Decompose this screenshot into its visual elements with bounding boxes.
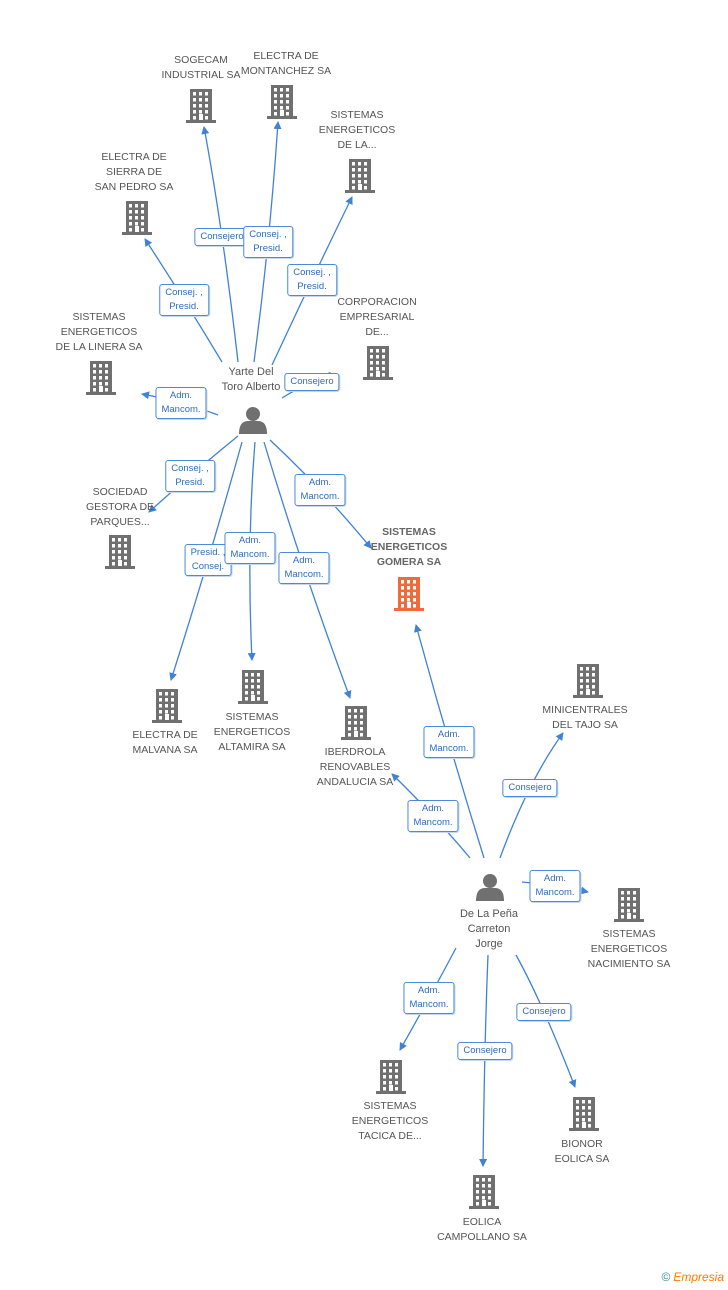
building-icon[interactable]	[341, 706, 371, 740]
building-icon[interactable]	[614, 888, 644, 922]
building-icon[interactable]	[345, 159, 375, 193]
relation-label[interactable]: Consej. ,Presid.	[243, 226, 293, 258]
relation-label[interactable]: Consejero	[502, 779, 558, 797]
relation-label[interactable]: Consejero	[516, 1003, 572, 1021]
relation-label[interactable]: Adm.Mancom.	[155, 387, 207, 419]
person-icon[interactable]	[476, 874, 504, 901]
building-icon[interactable]	[186, 89, 216, 123]
relation-label[interactable]: Adm.Mancom.	[278, 552, 330, 584]
relation-label[interactable]: Consejero	[284, 373, 340, 391]
relation-label[interactable]: Consejero	[457, 1042, 513, 1060]
building-icon[interactable]	[86, 361, 116, 395]
relation-label[interactable]: Adm.Mancom.	[294, 474, 346, 506]
building-icon[interactable]	[376, 1060, 406, 1094]
relation-label[interactable]: Adm.Mancom.	[529, 870, 581, 902]
building-icon[interactable]	[105, 535, 135, 569]
brand-name: Empresia	[673, 1270, 724, 1284]
copyright-symbol: ©	[661, 1270, 671, 1284]
building-icon[interactable]	[394, 577, 424, 611]
relation-label[interactable]: Adm.Mancom.	[224, 532, 276, 564]
relation-label[interactable]: Adm.Mancom.	[423, 726, 475, 758]
relation-label[interactable]: Presid. ,Consej.	[184, 544, 232, 576]
building-icon[interactable]	[469, 1175, 499, 1209]
building-icon[interactable]	[238, 670, 268, 704]
person-icon[interactable]	[239, 407, 267, 434]
building-icon[interactable]	[152, 689, 182, 723]
building-icon[interactable]	[267, 85, 297, 119]
edge-delapena-campollano	[479, 954, 489, 1167]
relation-label[interactable]: Consej. ,Presid.	[287, 264, 337, 296]
building-icon[interactable]	[569, 1097, 599, 1131]
brand-mark[interactable]: ©Empresia	[661, 1270, 724, 1284]
relation-label[interactable]: Adm.Mancom.	[407, 800, 459, 832]
building-icon[interactable]	[122, 201, 152, 235]
building-icon[interactable]	[363, 346, 393, 380]
building-icon[interactable]	[573, 664, 603, 698]
edge-delapena-bionor	[515, 954, 577, 1088]
relation-label[interactable]: Consej. ,Presid.	[165, 460, 215, 492]
relation-label[interactable]: Adm.Mancom.	[403, 982, 455, 1014]
relation-label[interactable]: Consejero	[194, 228, 250, 246]
relation-label[interactable]: Consej. ,Presid.	[159, 284, 209, 316]
